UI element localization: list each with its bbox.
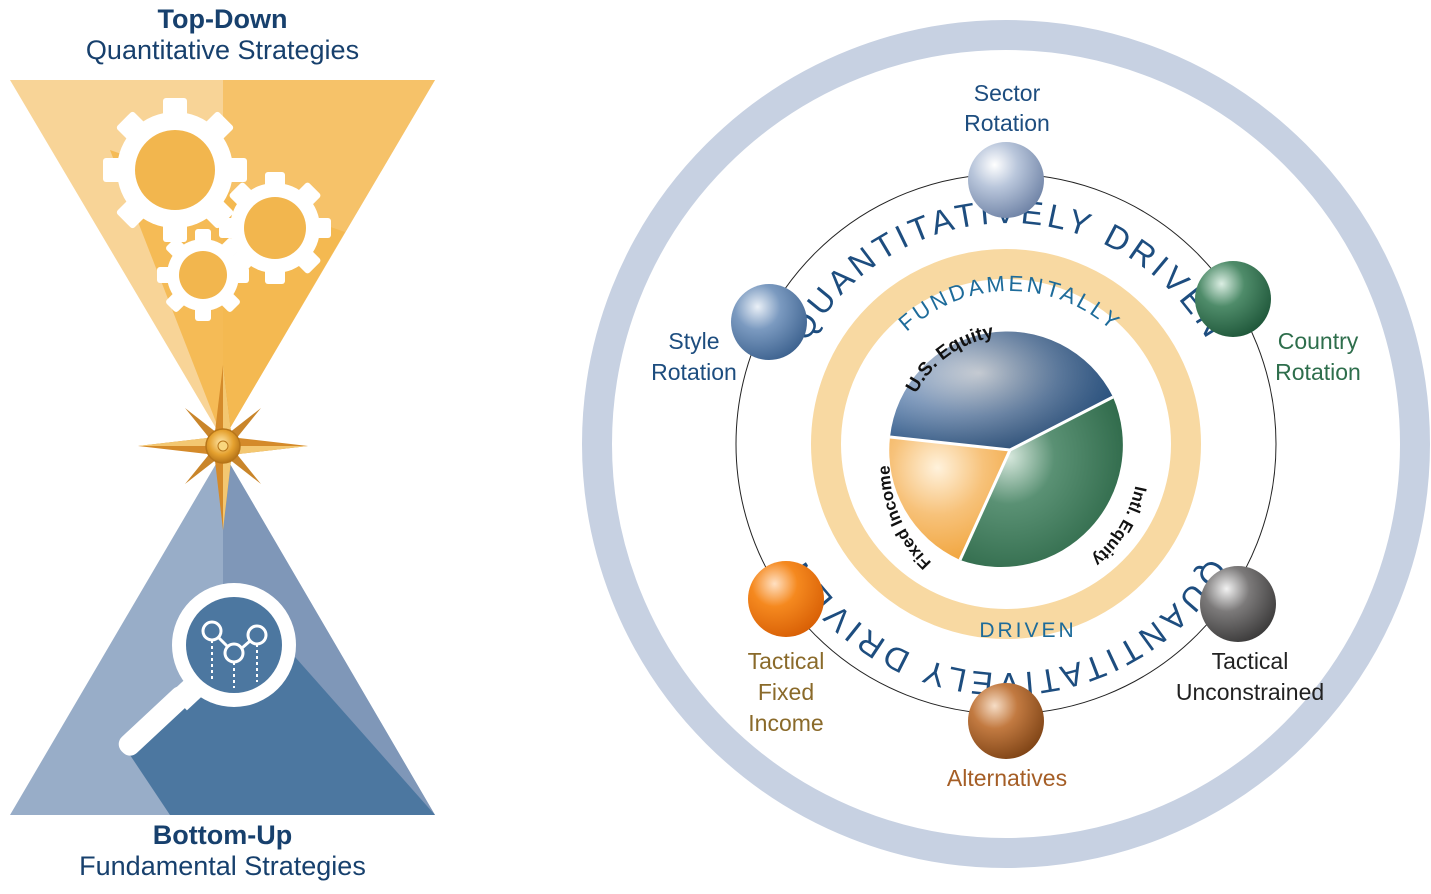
label-tactical-unconstrained-line1: Tactical <box>1212 648 1289 674</box>
label-sector-line1: Sector <box>974 80 1041 106</box>
label-tactical-unconstrained-line2: Unconstrained <box>1176 679 1324 705</box>
top-down-subheading: Quantitative Strategies <box>85 35 360 66</box>
bottom-triangle-shadow <box>120 640 435 815</box>
label-tactical-fixed-income-line1: Tactical <box>748 648 825 674</box>
pie-slice-fixed-income <box>889 437 1010 560</box>
sphere-tactical-fixed-income <box>748 561 824 637</box>
sphere-sector-rotation <box>968 142 1044 218</box>
sphere-tactical-unconstrained <box>1200 566 1276 642</box>
inner-ring-bottom-text: DRIVEN <box>979 619 1076 642</box>
gears-icon <box>103 98 331 321</box>
sphere-alternatives <box>968 683 1044 759</box>
label-alternatives: Alternatives <box>947 765 1067 791</box>
compass-star-icon <box>138 365 308 530</box>
sphere-country-rotation <box>1195 261 1271 337</box>
sphere-labels: Sector Rotation Country Rotation Style R… <box>651 80 1361 791</box>
bottom-up-heading: Bottom-Up <box>152 820 293 850</box>
top-down-heading: Top-Down <box>157 4 288 34</box>
strategy-circle: QUANTITATIVELY DRIVEN QUANTITATIVELY DRI… <box>582 20 1430 868</box>
label-tactical-fixed-income-line2: Fixed <box>758 679 814 705</box>
label-style-line1: Style <box>668 328 719 354</box>
label-style-line2: Rotation <box>651 359 737 385</box>
hourglass-graphic <box>10 80 435 815</box>
sphere-style-rotation <box>731 284 807 360</box>
label-sector-line2: Rotation <box>964 110 1050 136</box>
label-country-line1: Country <box>1278 328 1359 354</box>
bottom-up-title: Bottom-Up Fundamental Strategies <box>0 820 445 882</box>
top-down-title: Top-Down Quantitative Strategies <box>0 4 445 66</box>
pie-slice-intl-equity <box>960 397 1123 568</box>
bottom-up-subheading: Fundamental Strategies <box>79 851 366 882</box>
inner-ring <box>811 249 1201 639</box>
label-country-line2: Rotation <box>1275 359 1361 385</box>
label-tactical-fixed-income-line3: Income <box>748 710 823 736</box>
top-triangle-shade <box>223 80 435 440</box>
pie-slice-us-equity-shade <box>890 331 1113 450</box>
magnifier-icon <box>118 583 296 756</box>
